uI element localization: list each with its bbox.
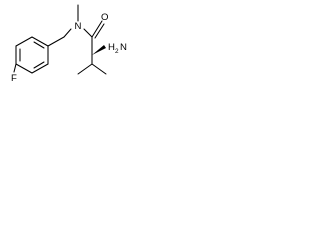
ring-bond <box>31 63 49 74</box>
ch2-nitrogen-bond <box>63 28 72 38</box>
ring-double-bond <box>33 41 45 49</box>
ring-ch2-bond <box>47 36 65 47</box>
isopropyl-methyl-bond <box>91 63 107 75</box>
ring-bond <box>15 63 33 74</box>
ring-bond <box>31 36 49 47</box>
isopropyl-methyl-bond <box>77 63 93 75</box>
amide-nitrogen-label: N <box>75 21 82 32</box>
amine-subscript-label: 2 <box>115 48 119 55</box>
ring-double-bond <box>33 61 45 69</box>
amine-nitrogen-label: N <box>120 42 127 53</box>
ring-bond <box>15 36 33 47</box>
benzene-ring <box>15 36 49 74</box>
structure-canvas: F N O F N H 2 <box>0 0 141 82</box>
nitrogen-carbonyl-bond <box>83 28 93 38</box>
molecule-diagram: F N O F N H 2 <box>11 4 127 82</box>
stereo-wedge <box>92 45 106 55</box>
carbonyl-double-bond <box>94 23 105 39</box>
amine-hydrogen-label: H <box>108 42 115 53</box>
carbonyl-double-bond <box>91 20 103 38</box>
carbon-fluorine-bond <box>13 63 17 73</box>
oxygen-label: O <box>101 12 108 23</box>
fluorine-atom-label: F <box>11 73 17 82</box>
